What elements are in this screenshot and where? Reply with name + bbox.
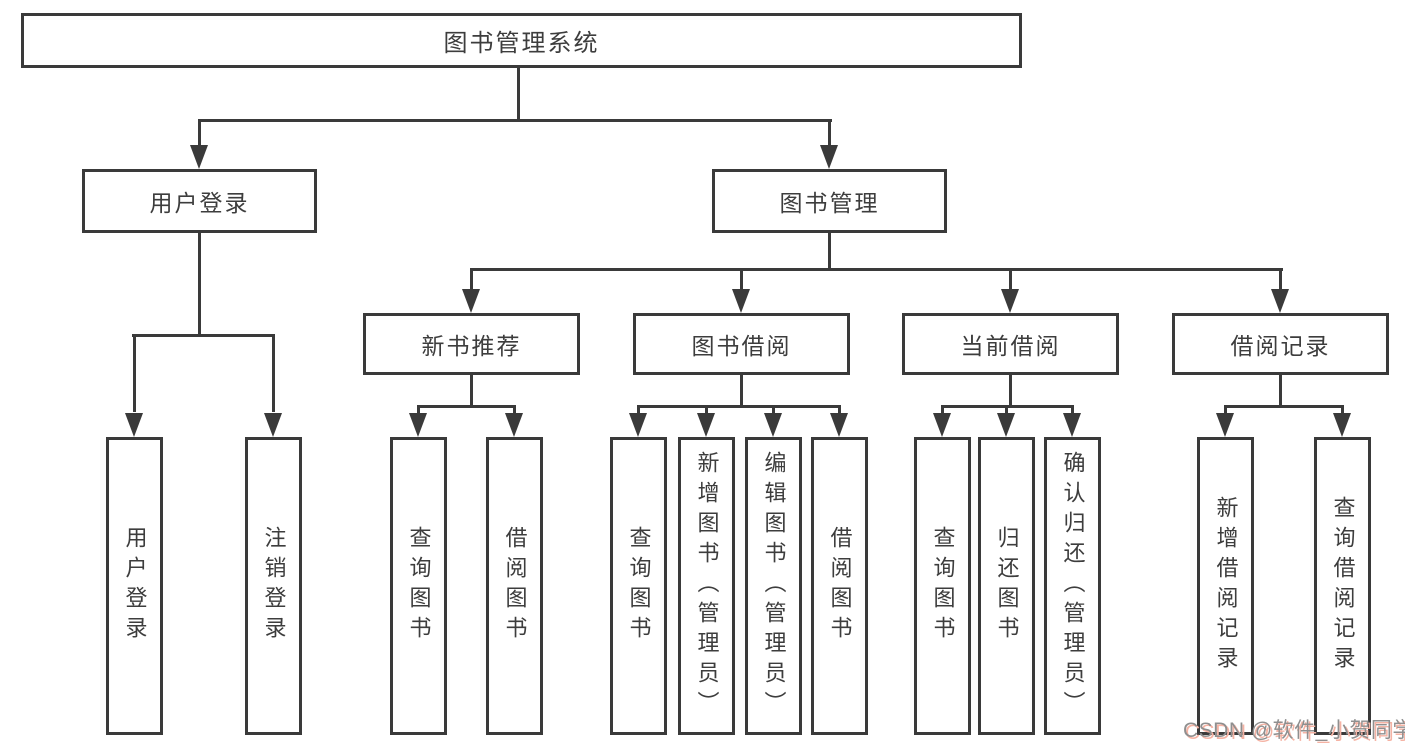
leaf-recommend-query-books: 查询图书	[390, 437, 447, 735]
node-label: 用户登录	[149, 190, 250, 216]
arrow-down	[1333, 413, 1351, 437]
connector-stem	[705, 405, 708, 415]
leaf-label: 新增图书（管理员）	[694, 451, 720, 721]
arrow-down	[764, 413, 782, 437]
leaf-label: 查询借阅记录	[1330, 496, 1356, 676]
leaf-recommend-borrow-books: 借阅图书	[486, 437, 543, 735]
connector-stem	[740, 268, 743, 292]
arrow-down	[629, 413, 647, 437]
arrow-down	[820, 145, 838, 169]
arrow-down	[505, 413, 523, 437]
node-current-borrow: 当前借阅	[902, 313, 1119, 375]
node-label: 借阅记录	[1230, 333, 1331, 359]
connector-stem	[1009, 268, 1012, 292]
node-new-book-recommend: 新书推荐	[363, 313, 580, 375]
leaf-label: 查询图书	[626, 526, 652, 646]
leaf-label: 借阅图书	[502, 526, 528, 646]
leaf-borrow-borrow-books: 借阅图书	[811, 437, 868, 735]
connector-recommend-stem	[470, 373, 473, 407]
connector-borrow-stem	[740, 373, 743, 407]
node-label: 图书管理系统	[443, 30, 600, 57]
connector-stem	[637, 405, 640, 415]
connector-stem	[1005, 405, 1008, 415]
leaf-logout: 注销登录	[245, 437, 302, 735]
leaf-label: 查询图书	[930, 526, 956, 646]
leaf-records-add-borrow-record: 新增借阅记录	[1197, 437, 1254, 735]
connector-stem	[838, 405, 841, 415]
leaf-label: 新增借阅记录	[1213, 496, 1239, 676]
arrow-down	[409, 413, 427, 437]
connector-stem	[198, 119, 201, 147]
leaf-label: 归还图书	[994, 526, 1020, 646]
connector-recommend-hline	[417, 405, 516, 408]
connector-current-stem	[1009, 373, 1012, 407]
leaf-label: 确认归还（管理员）	[1060, 451, 1086, 721]
connector-login-hline	[132, 334, 275, 337]
connector-stem	[828, 119, 831, 147]
leaf-label: 编辑图书（管理员）	[761, 451, 787, 721]
node-label: 新书推荐	[421, 333, 522, 359]
connector-stem	[417, 405, 420, 415]
connector-stem	[941, 405, 944, 415]
connector-login-stem	[198, 232, 201, 336]
leaf-label: 用户登录	[122, 526, 148, 646]
csdn-watermark: CSDN @软件_小贺同学	[1183, 719, 1405, 742]
node-borrow-records: 借阅记录	[1172, 313, 1389, 375]
arrow-down	[997, 413, 1015, 437]
connector-root-stem	[517, 68, 520, 120]
connector-records-hline	[1224, 405, 1344, 408]
arrow-down	[830, 413, 848, 437]
connector-stem	[513, 405, 516, 415]
connector-management-stem	[828, 232, 831, 271]
arrow-down	[1271, 289, 1289, 313]
connector-stem	[133, 334, 136, 412]
connector-stem	[272, 334, 275, 412]
node-library-management-system: 图书管理系统	[21, 13, 1022, 68]
arrow-down	[462, 289, 480, 313]
node-book-borrow: 图书借阅	[633, 313, 850, 375]
arrow-down	[1001, 289, 1019, 313]
arrow-down	[264, 413, 282, 437]
leaf-user-login: 用户登录	[106, 437, 163, 735]
arrow-down	[125, 413, 143, 437]
connector-stem	[470, 268, 473, 292]
arrow-down	[190, 145, 208, 169]
node-label: 图书借阅	[691, 333, 792, 359]
arrow-down	[1063, 413, 1081, 437]
node-label: 当前借阅	[960, 333, 1061, 359]
leaf-records-query-borrow-record: 查询借阅记录	[1314, 437, 1371, 735]
connector-level3-hline	[470, 268, 1283, 271]
leaf-current-query-books: 查询图书	[914, 437, 971, 735]
connector-stem	[1224, 405, 1227, 415]
leaf-label: 借阅图书	[827, 526, 853, 646]
connector-records-stem	[1279, 373, 1282, 407]
leaf-current-confirm-return-admin: 确认归还（管理员）	[1044, 437, 1101, 735]
leaf-label: 注销登录	[261, 526, 287, 646]
arrow-down	[933, 413, 951, 437]
arrow-down	[732, 289, 750, 313]
arrow-down	[697, 413, 715, 437]
node-book-management: 图书管理	[712, 169, 947, 233]
leaf-borrow-query-books: 查询图书	[610, 437, 667, 735]
connector-borrow-hline	[637, 405, 841, 408]
leaf-borrow-edit-books-admin: 编辑图书（管理员）	[745, 437, 802, 735]
leaf-borrow-add-books-admin: 新增图书（管理员）	[678, 437, 735, 735]
node-user-login: 用户登录	[82, 169, 317, 233]
arrow-down	[1216, 413, 1234, 437]
leaf-label: 查询图书	[406, 526, 432, 646]
connector-stem	[772, 405, 775, 415]
connector-stem	[1341, 405, 1344, 415]
leaf-current-return-books: 归还图书	[978, 437, 1035, 735]
node-label: 图书管理	[779, 190, 880, 216]
connector-stem	[1279, 268, 1282, 292]
connector-stem	[1071, 405, 1074, 415]
connector-level2-hline	[198, 119, 832, 122]
